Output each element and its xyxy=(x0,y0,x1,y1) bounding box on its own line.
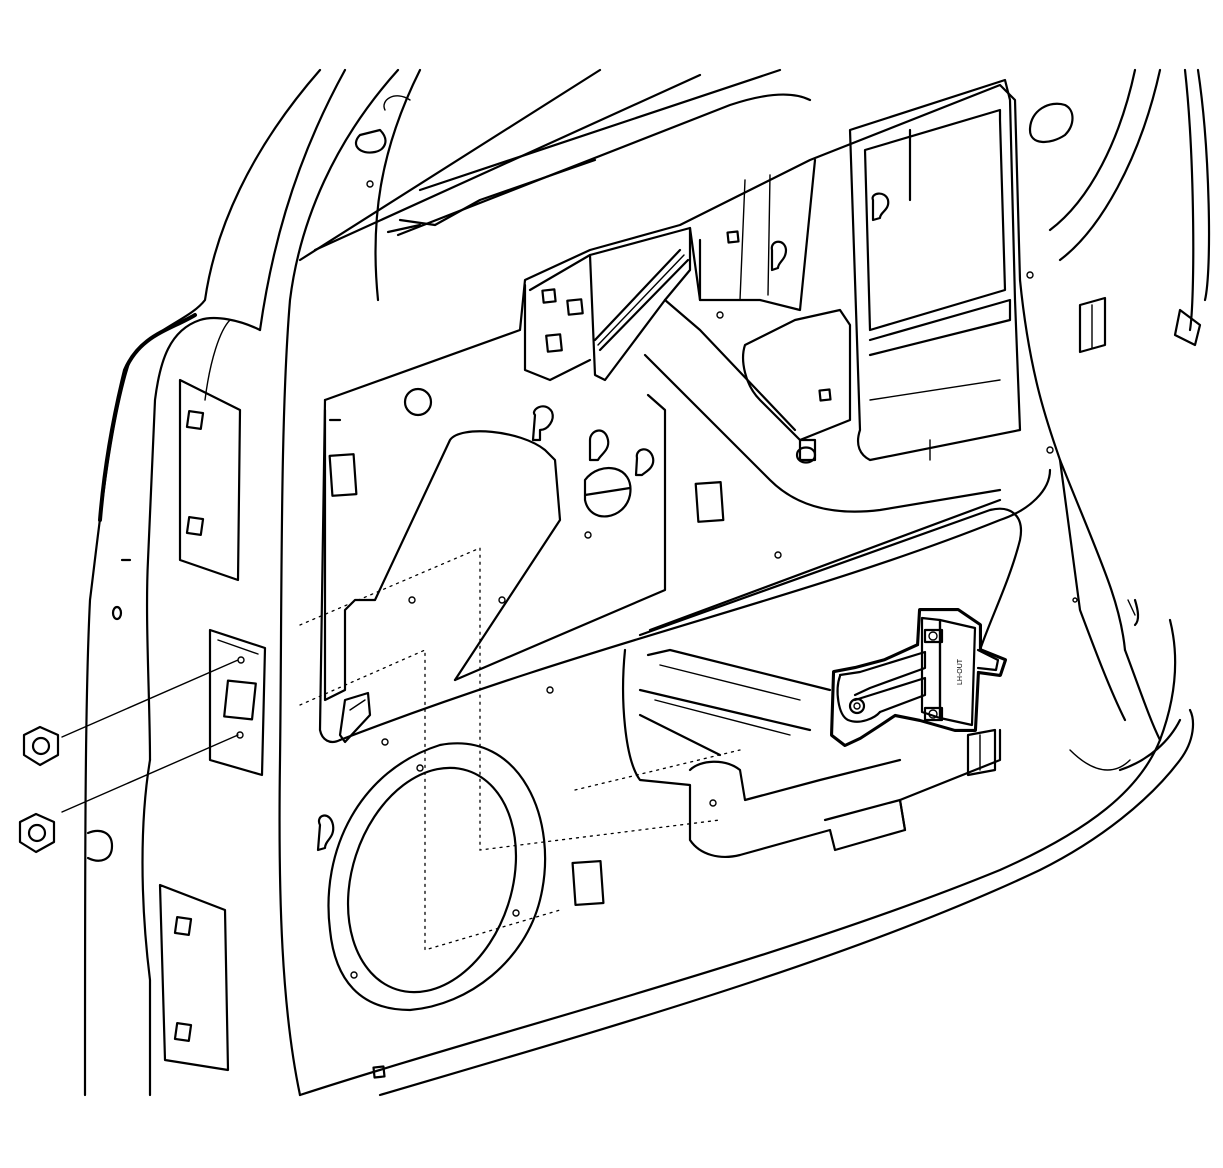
door-upper-frame xyxy=(298,68,1211,354)
hidden-lines xyxy=(299,547,741,951)
check-link-nut-upper xyxy=(22,659,239,767)
panel-details xyxy=(1058,458,1140,722)
speaker-opening xyxy=(316,742,605,1079)
door-check-link: LH-OUT xyxy=(830,608,1007,747)
door-armrest-pocket xyxy=(622,498,1023,858)
part-label: LH-OUT xyxy=(957,658,964,685)
check-link-nut-lower xyxy=(18,734,239,854)
door-hinge-pillar xyxy=(83,68,422,1097)
door-inner-panel xyxy=(298,83,1195,1097)
